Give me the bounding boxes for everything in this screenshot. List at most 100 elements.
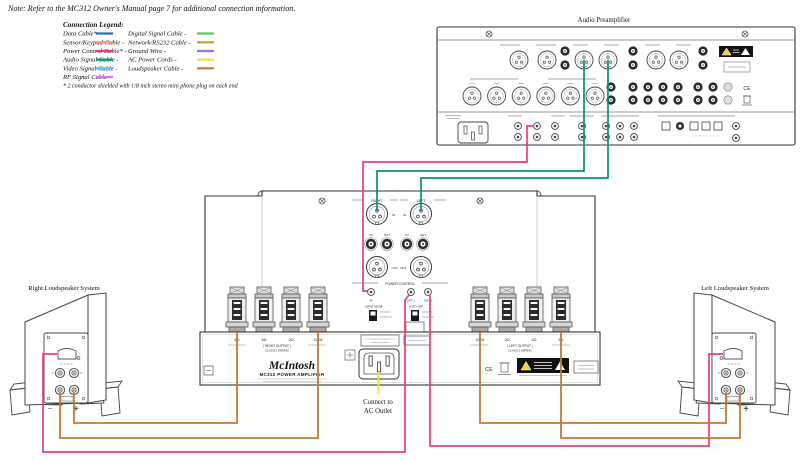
preamp-xlr-input: [585, 86, 605, 106]
amp-post-label: 4Ω: [262, 338, 267, 342]
ac-outlet-note-line2: AC Outlet: [364, 408, 392, 415]
preamp-ac-inlet: [445, 115, 489, 144]
legend-item: Digital Signal Cable -: [127, 31, 186, 38]
preamp-xlr-output: [537, 50, 557, 70]
amp-pc-out1-jack: [407, 288, 415, 296]
amp-left-output-label: | LEFT OUTPUT |: [507, 344, 532, 348]
amp-auto-off-label: AUTO OFF: [409, 305, 423, 309]
amp-post-label: 2Ω: [505, 338, 510, 342]
legend-item: Network/RS232 Cable -: [127, 39, 191, 46]
amp-rca-jack: [364, 237, 378, 251]
amp-rca-label: OUT: [384, 233, 390, 237]
amp-post-right-4ohm: [252, 286, 276, 333]
amp-class2-label: CLASS 2 WIRING: [508, 349, 532, 353]
power-control-cable-left-speaker: [429, 295, 723, 447]
amp-xlr-output-left: [410, 256, 432, 278]
legend-item: Data Cable*-: [62, 31, 99, 38]
left-speaker-plus: +: [743, 404, 749, 415]
legend-item: RF Signal Cable -: [62, 74, 111, 81]
amp-post-left-4ohm: [522, 286, 546, 333]
amp-post-label: 2Ω: [289, 338, 294, 342]
note-text: Note: Refer to the MC312 Owner's Manual …: [7, 4, 295, 13]
amp-caution-label: [517, 358, 569, 376]
preamp-digital-audio-inputs: [661, 121, 740, 142]
speaker-cable-right-negative: [59, 332, 319, 439]
legend-footnote: * 2 conductor shielded with 1/8 inch ste…: [63, 84, 239, 90]
amp-pc-in-jack: [367, 288, 375, 296]
preamp-xlr-output: [646, 50, 666, 70]
amp-post-label: 4Ω: [532, 338, 537, 342]
amp-out-label: OUT: [400, 266, 407, 270]
preamp-rca-output: [628, 46, 638, 56]
right-speaker-minus: −: [48, 403, 53, 413]
amp-rating-label: [360, 334, 400, 347]
weee-icon: [742, 95, 752, 106]
amp-model-label: MC312 POWER AMPLIFIER: [259, 372, 325, 377]
amp-post-left-8ohm: [549, 286, 573, 333]
amp-rca-jack: [380, 237, 394, 251]
amp-ce-mark: CE: [485, 367, 493, 373]
amp-rca-jack: [416, 237, 430, 251]
amp-post-left-com: [468, 286, 492, 333]
amp-rca-label: IN: [406, 233, 409, 237]
preamp-xlr-input: [536, 86, 556, 106]
preamp-rca-output: [560, 46, 570, 56]
amp-vent-slot: [405, 321, 425, 333]
amp-right-output-label: | RIGHT OUTPUT |: [263, 344, 290, 348]
preamp-rca-output: [698, 60, 708, 70]
connection-legend: Connection Legend: Data Cable*- Sensor/K…: [62, 21, 239, 90]
amp-out-label: OUT: [392, 266, 399, 270]
amp-xlr-output-right: [366, 256, 388, 278]
amp-post-right-2ohm: [279, 286, 303, 333]
preamp-xlr-input: [462, 86, 482, 106]
preamp-xlr-input: [511, 86, 531, 106]
preamp-ce-mark: CE: [743, 86, 751, 92]
right-speaker-title: Right Loudspeaker System: [28, 285, 100, 292]
legend-title: Connection Legend:: [63, 21, 124, 29]
audio-cable-right: [376, 60, 585, 211]
left-speaker-minus: −: [720, 403, 725, 413]
weee-icon: [498, 362, 511, 375]
preamp-title: Audio Preamplifier: [578, 17, 631, 24]
preamp-warning-label: [719, 46, 753, 57]
preamp-rca-output: [560, 60, 570, 70]
mcintosh-logo: McIntosh: [268, 360, 315, 372]
amp-post-right-8ohm: [225, 286, 249, 333]
amp-pc-out1-label: OUT 1: [407, 299, 416, 303]
amp-pc-in-label: IN: [370, 299, 373, 303]
preamp-xlr-output: [669, 50, 689, 70]
amp-post-right-com: [306, 286, 330, 333]
preamp-xlr-input: [560, 86, 580, 106]
right-loudspeaker: [10, 293, 122, 416]
speaker-cable-right-positive: [73, 332, 238, 424]
amp-serial-box: [573, 360, 599, 374]
ac-outlet-note-line1: Connect to: [363, 399, 393, 406]
amp-pc-out2-jack: [424, 288, 432, 296]
preamp-rca-output: [628, 60, 638, 70]
audio-preamplifier: Audio Preamplifier: [436, 17, 796, 146]
amp-rca-label: OUT: [420, 233, 426, 237]
mc312-amplifier: RIGHT LEFT IN IN IN OUT IN OUT OUT OUT P…: [199, 190, 601, 386]
amp-in-label: IN: [392, 213, 395, 217]
legend-item: Video Signal Cable -: [63, 65, 118, 72]
amp-input-mode-label: INPUT MODE: [365, 305, 383, 309]
legend-item: AC Power Cords -: [127, 57, 177, 64]
right-speaker-plus: +: [73, 404, 79, 415]
amp-class2-label: CLASS 2 WIRING: [265, 349, 289, 353]
preamp-xlr-output: [509, 50, 529, 70]
amp-power-control-label: POWER CONTROL: [385, 282, 415, 286]
amp-rca-label: IN: [370, 233, 373, 237]
legend-item: Sensor/Keypad Cable -: [63, 39, 124, 46]
amp-post-left-2ohm: [495, 286, 519, 333]
legend-item: Audio Signal Cable -: [62, 57, 119, 64]
amp-in-label: IN: [403, 213, 406, 217]
legend-item: Ground Wire -: [128, 48, 166, 55]
legend-item: Power Control Cable* -: [62, 48, 127, 55]
speaker-cable-left-positive: [560, 332, 741, 439]
preamp-power-outputs: [693, 82, 733, 105]
speaker-cable-left-negative: [479, 332, 727, 424]
amp-pc-out2-label: OUT 2: [424, 299, 433, 303]
left-speaker-title: Left Loudspeaker System: [701, 285, 770, 292]
